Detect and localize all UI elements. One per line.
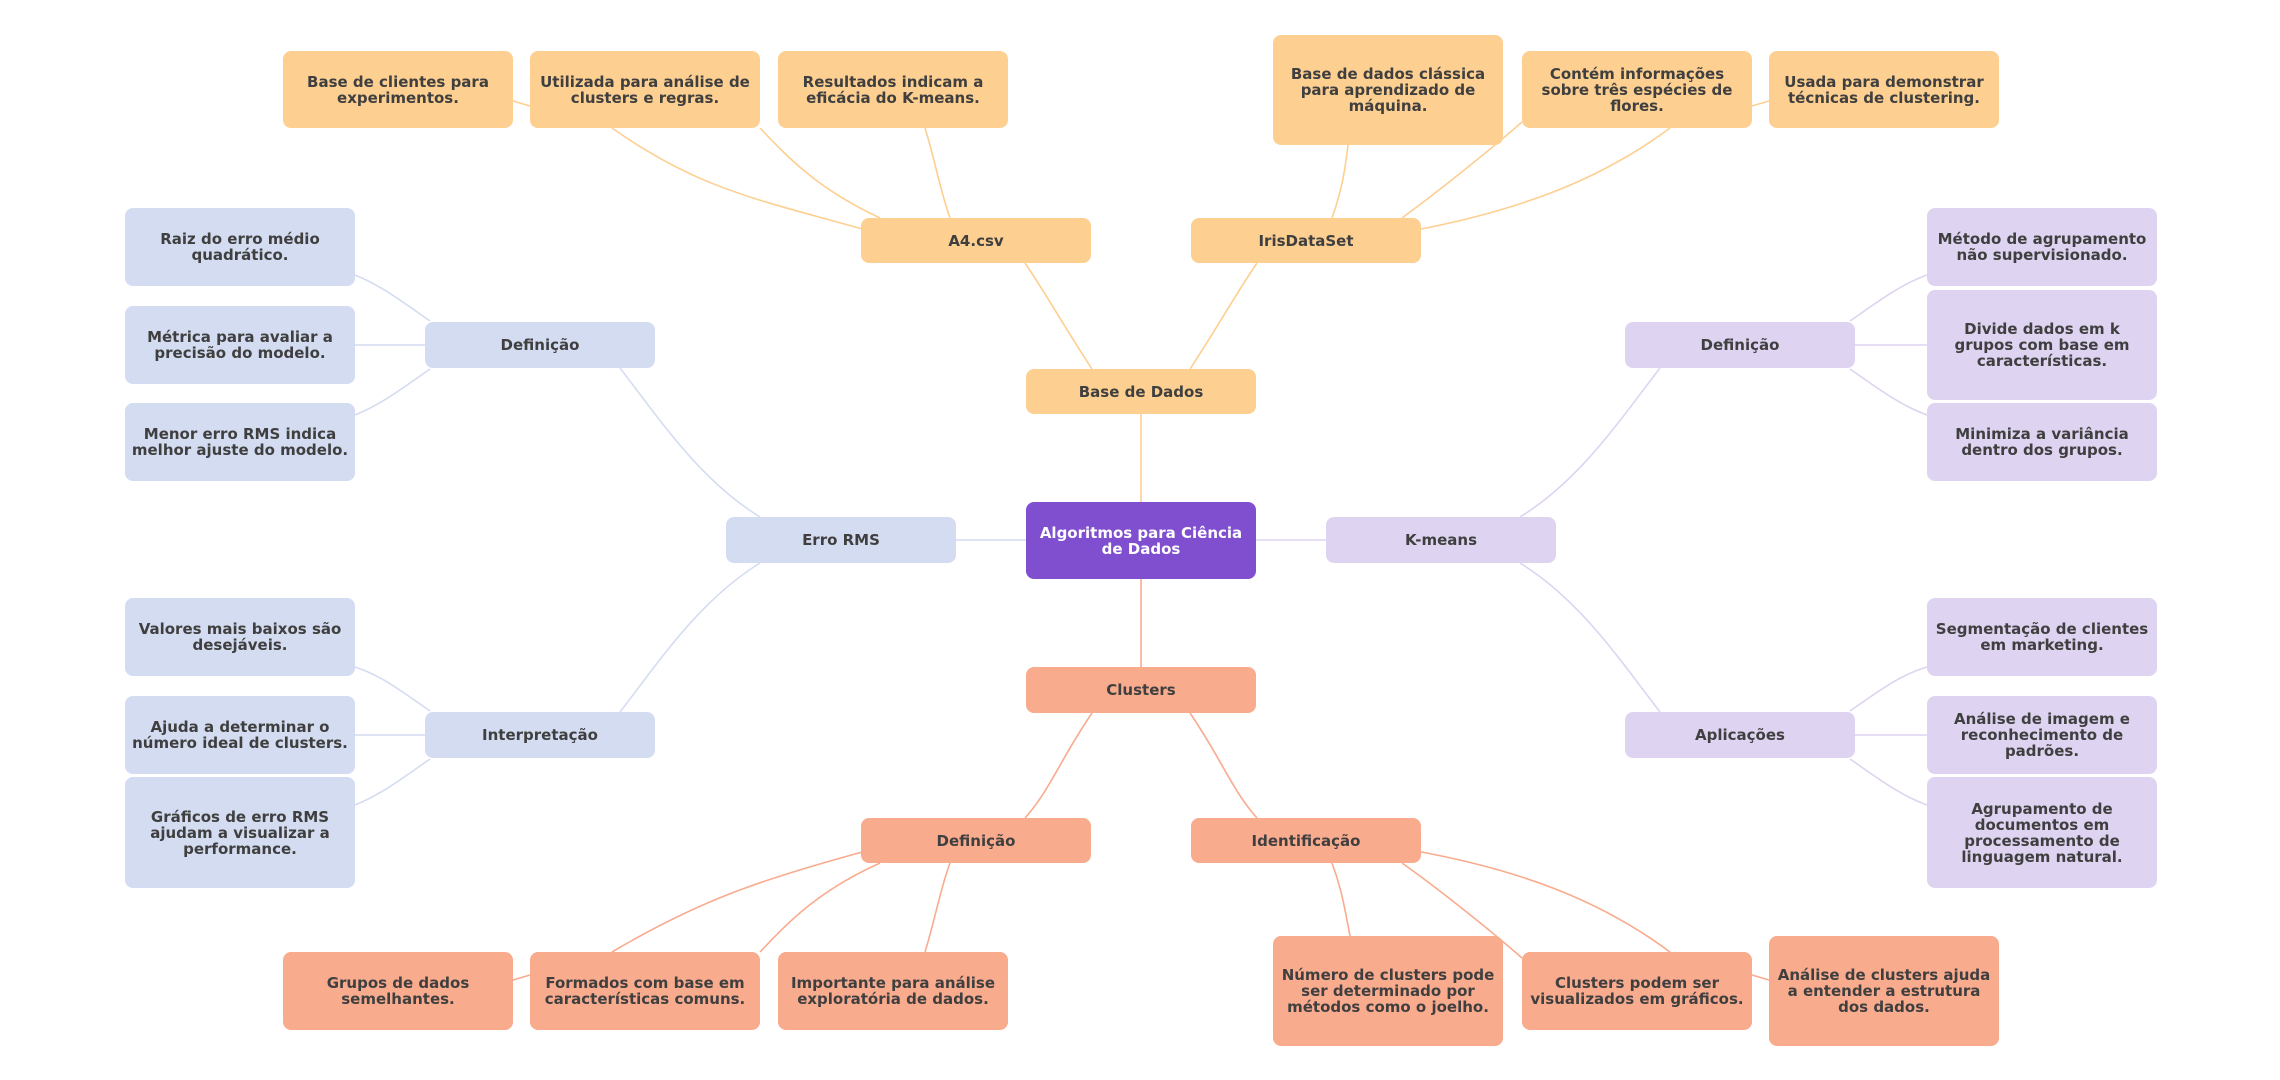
- node-clusters-definicao[interactable]: Definição: [861, 818, 1091, 863]
- link-erro-def: [619, 367, 761, 518]
- link-cid-leaf3: [1415, 850, 1671, 953]
- node-erro-definicao[interactable]: Definição: [425, 322, 655, 368]
- leaf-kdef-2[interactable]: Divide dados em k grupos com base em car…: [1927, 290, 2157, 400]
- link-cdef-leaf2: [759, 862, 881, 953]
- link-kapp-leaf1: [1849, 666, 1928, 712]
- leaf-kapp-3[interactable]: Agrupamento de documentos em processamen…: [1927, 777, 2157, 888]
- node-base-de-dados[interactable]: Base de Dados: [1026, 369, 1256, 414]
- link-edef-leaf3: [354, 368, 431, 416]
- link-cdef-leaf1: [611, 850, 867, 953]
- link-a4-leaf1: [611, 127, 867, 231]
- link-km-def: [1519, 367, 1661, 518]
- leaf-kdef-3[interactable]: Minimiza a variância dentro dos grupos.: [1927, 403, 2157, 481]
- link-iris-leaf2: [1401, 121, 1523, 219]
- leaf-eint-1[interactable]: Valores mais baixos são desejáveis.: [125, 598, 355, 676]
- link-clus-ident: [1189, 712, 1258, 819]
- leaf-a4-2[interactable]: Utilizada para análise de clusters e reg…: [530, 51, 760, 128]
- link-iris-side: [1751, 100, 1770, 107]
- leaf-kapp-1[interactable]: Segmentação de clientes em marketing.: [1927, 598, 2157, 676]
- link-kapp-leaf3: [1849, 758, 1928, 806]
- node-kmeans-definicao[interactable]: Definição: [1625, 322, 1855, 368]
- link-iris-leaf1: [1331, 144, 1349, 219]
- link-eint-leaf1: [354, 666, 431, 712]
- link-cdef-leaf3: [924, 862, 951, 953]
- node-a4csv[interactable]: A4.csv: [861, 218, 1091, 263]
- link-a4-leaf3: [924, 127, 951, 219]
- node-kmeans-aplicacoes[interactable]: Aplicações: [1625, 712, 1855, 758]
- link-km-apps: [1519, 562, 1661, 713]
- link-cid-leaf2: [1401, 862, 1523, 959]
- link-base-iris: [1189, 262, 1258, 370]
- link-kdef-leaf3: [1849, 368, 1928, 416]
- leaf-eint-2[interactable]: Ajuda a determinar o número ideal de clu…: [125, 696, 355, 774]
- leaf-edef-2[interactable]: Métrica para avaliar a precisão do model…: [125, 306, 355, 384]
- leaf-kdef-1[interactable]: Método de agrupamento não supervisionado…: [1927, 208, 2157, 286]
- link-a4-side: [512, 100, 531, 107]
- leaf-edef-3[interactable]: Menor erro RMS indica melhor ajuste do m…: [125, 403, 355, 481]
- leaf-cid-1[interactable]: Número de clusters pode ser determinado …: [1273, 936, 1503, 1046]
- leaf-a4-3[interactable]: Resultados indicam a eficácia do K-means…: [778, 51, 1008, 128]
- leaf-cdef-1[interactable]: Grupos de dados semelhantes.: [283, 952, 513, 1030]
- link-clus-def: [1024, 712, 1093, 819]
- link-kdef-leaf1: [1849, 274, 1928, 322]
- leaf-eint-3[interactable]: Gráficos de erro RMS ajudam a visualizar…: [125, 777, 355, 888]
- leaf-a4-1[interactable]: Base de clientes para experimentos.: [283, 51, 513, 128]
- leaf-kapp-2[interactable]: Análise de imagem e reconhecimento de pa…: [1927, 696, 2157, 774]
- node-clusters[interactable]: Clusters: [1026, 667, 1256, 713]
- node-clusters-identificacao[interactable]: Identificação: [1191, 818, 1421, 863]
- link-cid-side: [1751, 974, 1770, 981]
- link-erro-interp: [619, 562, 761, 713]
- link-cdef-side: [512, 974, 531, 981]
- leaf-iris-2[interactable]: Contém informações sobre três espécies d…: [1522, 51, 1752, 128]
- link-edef-leaf1: [354, 274, 431, 322]
- node-erro-rms[interactable]: Erro RMS: [726, 517, 956, 563]
- link-base-a4: [1024, 262, 1093, 370]
- leaf-cdef-2[interactable]: Formados com base em características com…: [530, 952, 760, 1030]
- leaf-iris-3[interactable]: Usada para demonstrar técnicas de cluste…: [1769, 51, 1999, 128]
- leaf-cid-2[interactable]: Clusters podem ser visualizados em gráfi…: [1522, 952, 1752, 1030]
- leaf-cid-3[interactable]: Análise de clusters ajuda a entender a e…: [1769, 936, 1999, 1046]
- root-node[interactable]: Algoritmos para Ciência de Dados: [1026, 502, 1256, 579]
- node-erro-interpretacao[interactable]: Interpretação: [425, 712, 655, 758]
- link-cid-leaf1: [1331, 862, 1351, 937]
- link-eint-leaf3: [354, 758, 431, 806]
- leaf-cdef-3[interactable]: Importante para análise exploratória de …: [778, 952, 1008, 1030]
- link-iris-leaf3: [1415, 127, 1671, 231]
- node-k-means[interactable]: K-means: [1326, 517, 1556, 563]
- link-a4-leaf2: [759, 127, 881, 219]
- leaf-iris-1[interactable]: Base de dados clássica para aprendizado …: [1273, 35, 1503, 145]
- node-irisdataset[interactable]: IrisDataSet: [1191, 218, 1421, 263]
- leaf-edef-1[interactable]: Raiz do erro médio quadrático.: [125, 208, 355, 286]
